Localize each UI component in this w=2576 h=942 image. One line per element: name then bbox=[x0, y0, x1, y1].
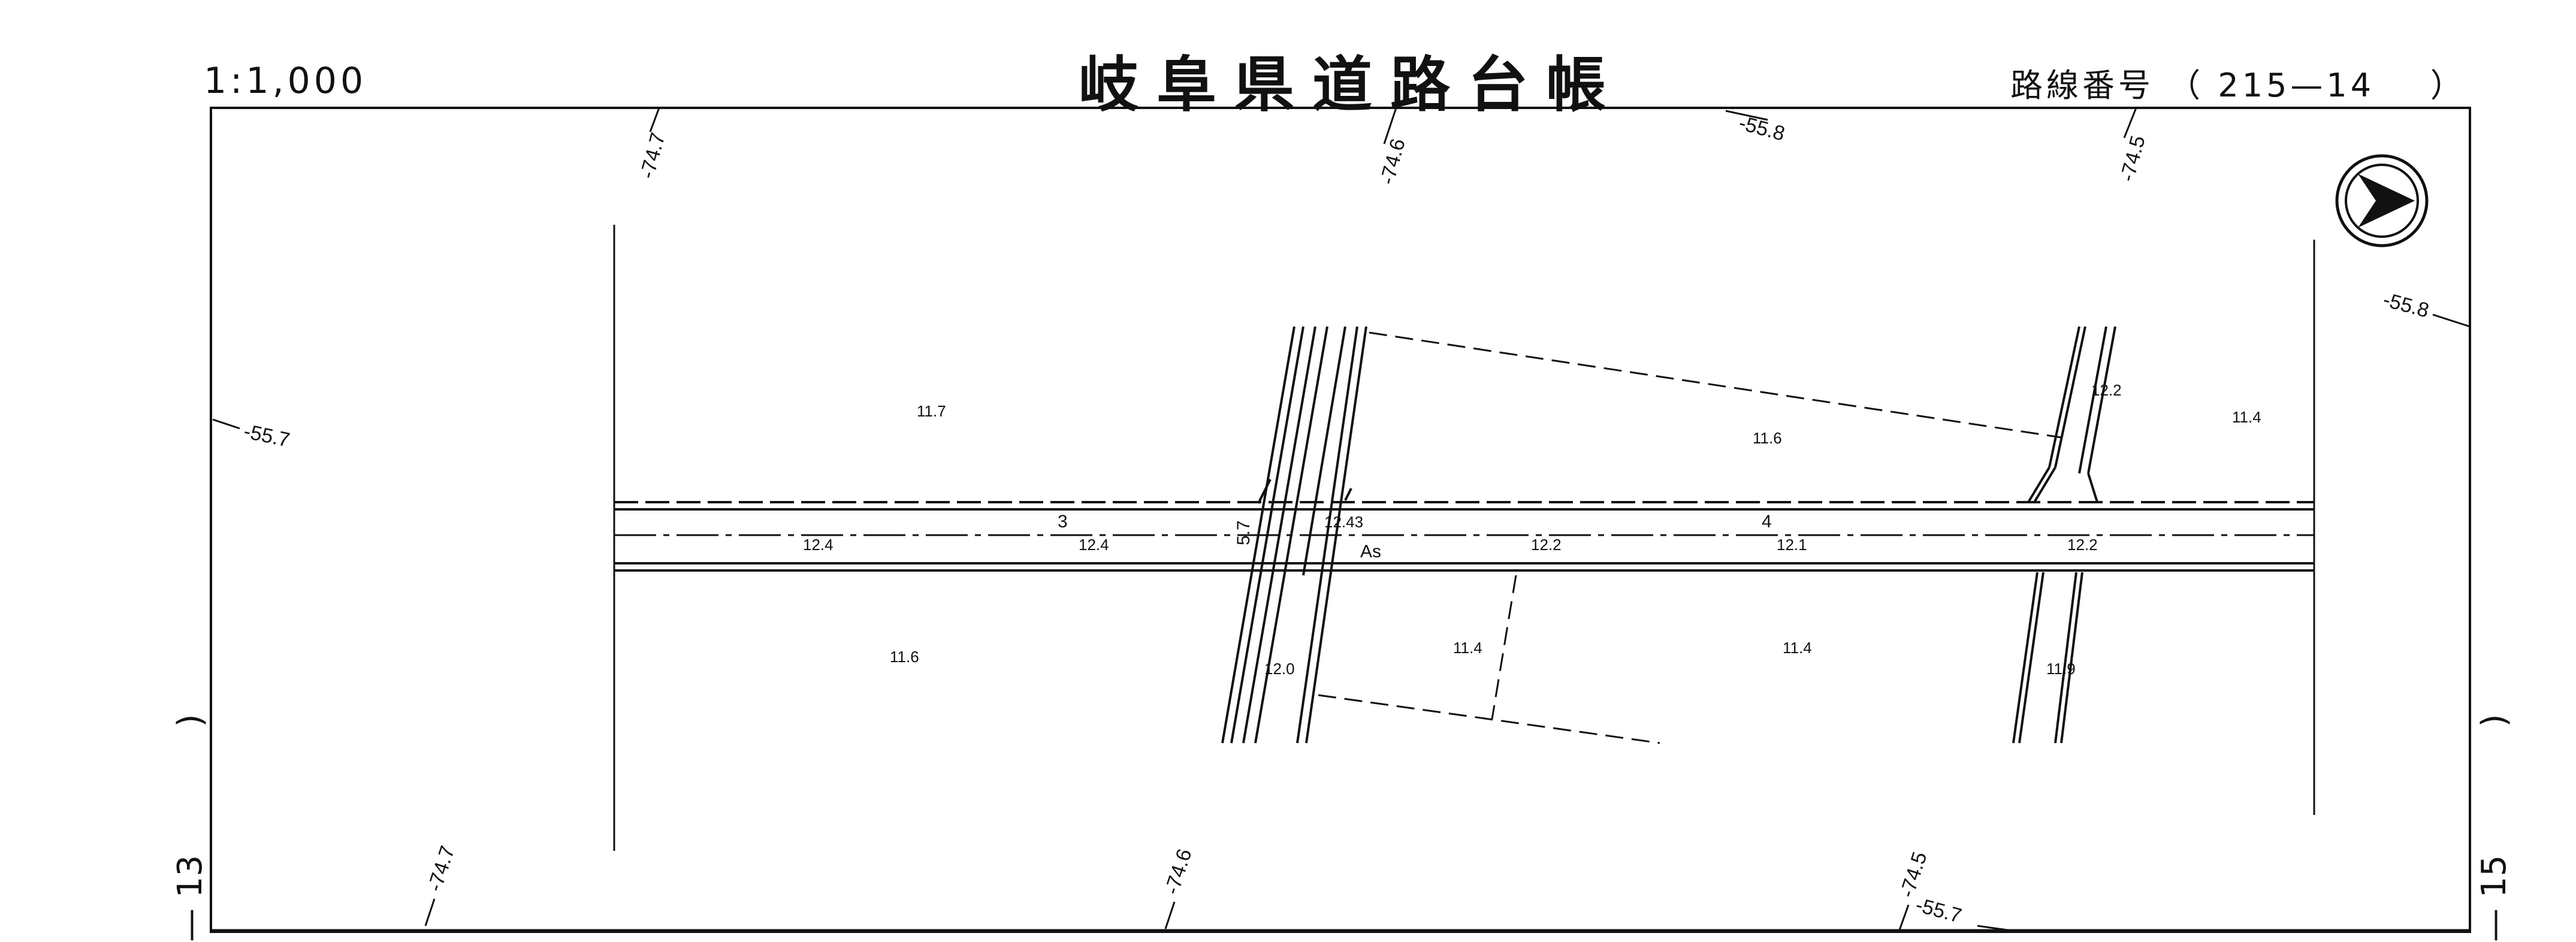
grid-tick bbox=[1898, 904, 1910, 931]
elevation-label: 11.4 bbox=[1453, 639, 1482, 657]
north-arrow-icon bbox=[2335, 154, 2429, 247]
grid-label: -74.6 bbox=[1376, 136, 1410, 187]
grid-label: -74.7 bbox=[423, 843, 459, 894]
road-annotations: As 3 4 5.7 bbox=[1058, 512, 1772, 561]
grid-tick bbox=[649, 107, 660, 132]
grid-tick bbox=[424, 898, 436, 926]
elevation-labels: 11.7 11.6 11.6 11.4 11.4 11.4 11.9 12.4 … bbox=[803, 381, 2261, 678]
elevation-label: 11.6 bbox=[890, 648, 919, 666]
grid-label: -74.5 bbox=[2116, 133, 2150, 184]
parcel-boundaries bbox=[1318, 331, 2062, 744]
grid-label: -74.6 bbox=[1160, 846, 1196, 897]
grid-tick bbox=[1725, 110, 1768, 121]
grid-label: -55.7 bbox=[1913, 893, 1964, 928]
elevation-label: 12.2 bbox=[2091, 381, 2122, 399]
road-width-label: 5.7 bbox=[1234, 520, 1254, 545]
route-number-close-paren: ） bbox=[2388, 67, 2466, 104]
crossing-road-right bbox=[2012, 326, 2116, 744]
elevation-label: 12.1 bbox=[1777, 536, 1807, 554]
grid-ticks bbox=[212, 107, 2471, 931]
grid-tick bbox=[2123, 107, 2137, 138]
main-road bbox=[614, 501, 2314, 572]
grid-label: -74.5 bbox=[1895, 849, 1931, 900]
grid-tick bbox=[1383, 107, 1397, 144]
elevation-label: 11.7 bbox=[917, 402, 946, 420]
elevation-label: 11.4 bbox=[1783, 639, 1812, 657]
map-scale: 1:1,000 bbox=[204, 60, 367, 102]
elevation-label: 12.4 bbox=[803, 536, 833, 554]
grid-label: -55.8 bbox=[2381, 288, 2432, 322]
elevation-label: 12.2 bbox=[1531, 536, 1562, 554]
grid-label: -74.7 bbox=[636, 130, 670, 181]
road-surface-label: As bbox=[1360, 542, 1381, 561]
elevation-label: 11.9 bbox=[2046, 660, 2076, 678]
crossing-road-left bbox=[1221, 326, 1367, 744]
route-number-open-paren: （ bbox=[2168, 67, 2204, 104]
route-number-label: 路線番号 bbox=[2010, 67, 2154, 104]
elevation-label: 11.6 bbox=[1753, 429, 1782, 447]
grid-tick bbox=[1164, 901, 1176, 929]
map-frame bbox=[210, 107, 2471, 933]
grid-tick bbox=[212, 418, 240, 430]
route-number-value: 215—14 bbox=[2218, 67, 2375, 104]
elevation-label: 11.4 bbox=[2232, 408, 2261, 426]
grid-tick bbox=[2432, 313, 2471, 328]
elevation-label: 12.0 bbox=[1264, 660, 1295, 678]
grid-tick bbox=[1977, 925, 2008, 931]
elevation-label: 12.2 bbox=[2067, 536, 2098, 554]
grid-label: -55.8 bbox=[1737, 111, 1787, 146]
elevation-label: 12.43 bbox=[1324, 513, 1363, 531]
road-station-number: 3 bbox=[1058, 512, 1068, 532]
road-station-number: 4 bbox=[1762, 512, 1772, 532]
route-number: 路線番号 （ 215—14 ） bbox=[2010, 59, 2466, 106]
elevation-label: 12.4 bbox=[1079, 536, 1109, 554]
grid-label: -55.7 bbox=[241, 420, 292, 452]
